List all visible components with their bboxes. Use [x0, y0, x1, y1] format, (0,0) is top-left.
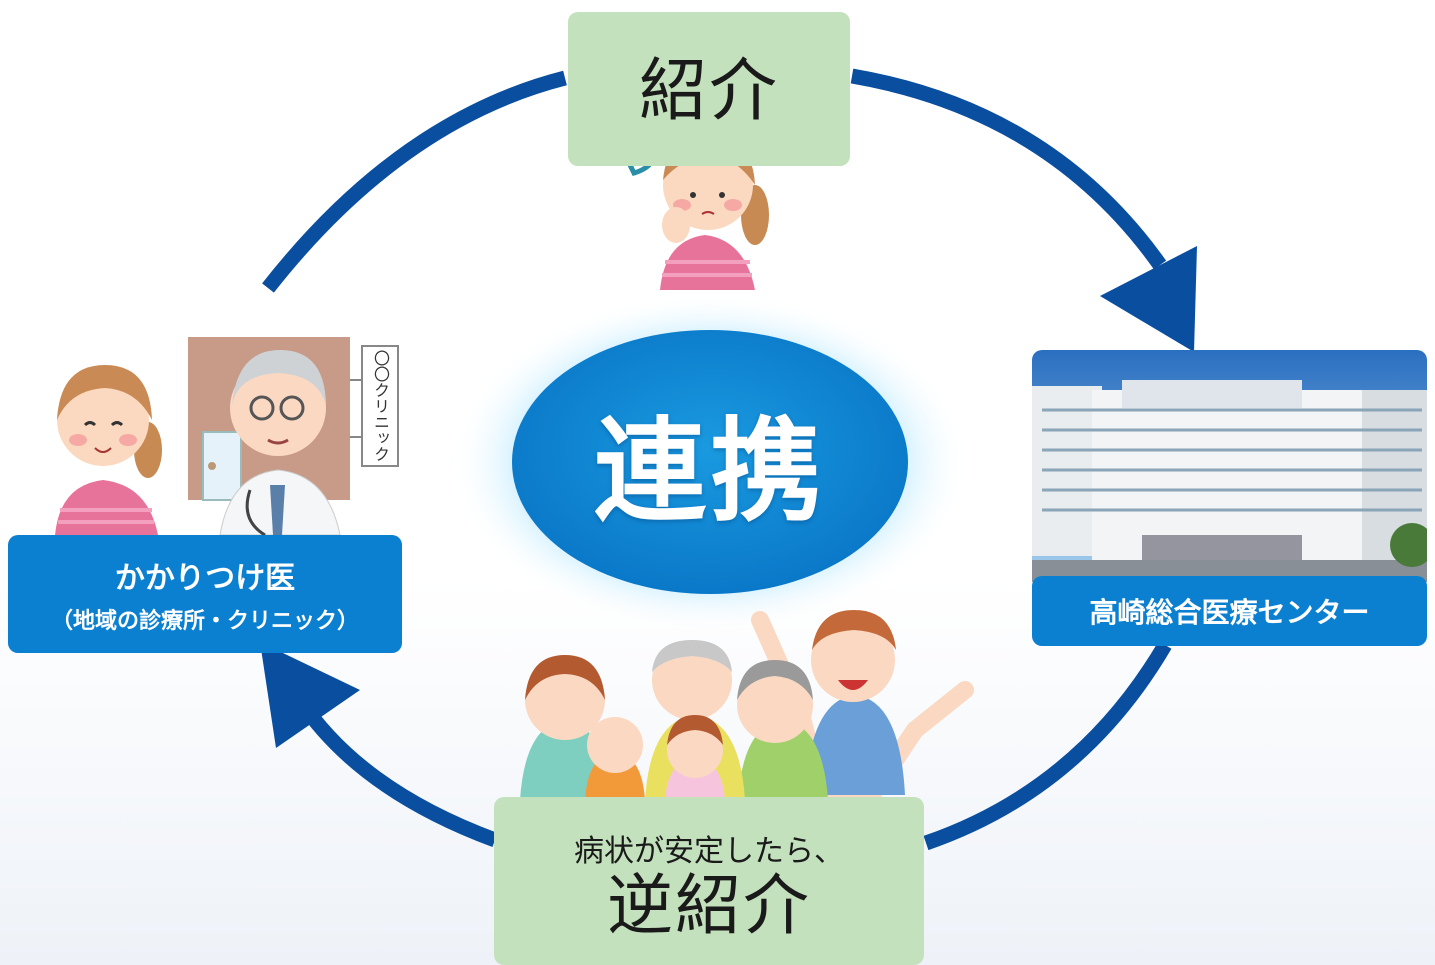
- clinic-sign: 〇〇クリニック: [361, 345, 399, 467]
- reverse-referral-box: 病状が安定したら、 逆紹介: [494, 797, 924, 965]
- referral-arrow-top-left: [262, 70, 567, 293]
- center-ellipse: [512, 330, 908, 594]
- reverse-arrow-bottom-left: [260, 642, 498, 848]
- reverse-referral-label: 逆紹介: [607, 866, 811, 944]
- gp-title: かかりつけ医: [114, 561, 296, 596]
- referral-label: 紹介: [638, 51, 779, 131]
- referral-arrow-top-right: [850, 68, 1197, 352]
- family-illustration: [520, 610, 974, 800]
- gp-subtitle: （地域の診療所・クリニック）: [50, 609, 359, 634]
- collaboration-label: 連携: [594, 407, 826, 537]
- reverse-referral-condition: 病状が安定したら、: [574, 833, 844, 869]
- reverse-arrow-bottom-right: [923, 641, 1172, 851]
- gp-label: かかりつけ医 （地域の診療所・クリニック）: [8, 535, 402, 653]
- hospital-photo: [1032, 350, 1427, 582]
- clinic-illustration: [55, 337, 361, 537]
- hospital-label: 高崎総合医療センター: [1032, 576, 1427, 646]
- referral-box: 紹介: [568, 12, 850, 166]
